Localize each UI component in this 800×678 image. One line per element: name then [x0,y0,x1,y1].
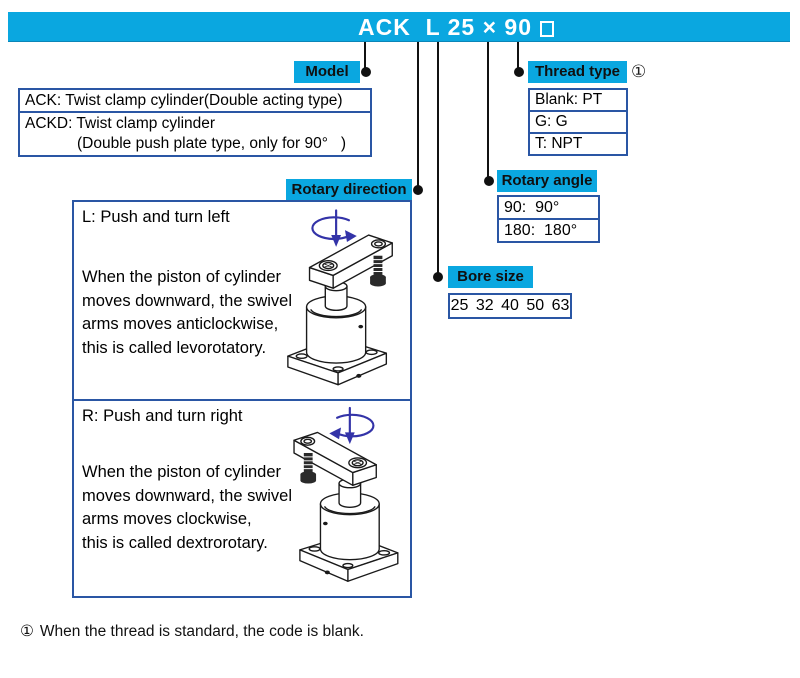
levorotatory-section: L: Push and turn left When the piston of… [74,202,410,401]
thread-type-note-ref: ① [631,62,647,81]
clamp-cylinder-left-turn-figure [287,209,393,386]
rotary-direction-tag: Rotary direction [286,179,412,201]
levorotatory-description: When the piston of cylinder moves downwa… [82,268,293,357]
connector-dot-rotary-direction [413,185,423,195]
thread-option: Blank: PT [535,91,603,108]
clamp-cylinder-right-turn-figure [292,406,399,583]
model-option-ackd-line1: ACKD: Twist clamp cylinder [25,115,216,132]
ordering-code-bar: ACK L 25 × 90 [8,12,790,42]
connector-model [364,42,366,72]
rotary-direction-box: L: Push and turn left When the piston of… [72,200,412,598]
model-option-ackd: ACKD: Twist clamp cylinder (Double push … [20,111,370,155]
thread-type-table: Blank: PT G: G T: NPT [528,88,628,156]
thread-option: G: G [530,110,626,132]
connector-bore-size [437,42,439,277]
model-tag: Model [294,61,360,83]
model-option-ack: ACK: Twist clamp cylinder(Double acting … [25,92,343,109]
footnote-text: When the thread is standard, the code is… [39,623,364,640]
ordering-code-text: ACK L 25 × 90 [358,14,533,40]
code-placeholder-square [540,21,555,37]
rotary-angle-option: 90: 90° [504,199,560,216]
bore-size-tag: Bore size [448,266,533,288]
model-table: ACK: Twist clamp cylinder(Double acting … [18,88,372,157]
connector-rotary-direction [417,42,419,190]
thread-type-tag: Thread type [528,61,627,83]
connector-dot-model [361,67,371,77]
model-option-ackd-line2: (Double push plate type, only for 90° ) [77,135,346,152]
bore-size-table: 25 32 40 50 63 [448,293,572,319]
connector-dot-bore-size [433,272,443,282]
dextrorotary-description: When the piston of cylinder moves downwa… [82,463,293,552]
levorotatory-title: L: Push and turn left [82,208,230,226]
thread-option: T: NPT [530,132,626,154]
footnote: ① When the thread is standard, the code i… [20,622,364,641]
rotary-angle-tag: Rotary angle [497,170,597,192]
anticlockwise-rotation-arrow [311,209,357,247]
ordering-code: ACK L 25 × 90 [358,12,555,42]
footnote-ref: ① [20,623,34,640]
rotary-angle-option: 180: 180° [499,218,598,241]
bore-size-values: 25 32 40 50 63 [450,297,570,314]
connector-rotary-angle [487,42,489,181]
dextrorotary-section: R: Push and turn right When the piston o… [74,401,410,596]
rotary-angle-table: 90: 90° 180: 180° [497,195,600,243]
connector-thread-type [517,42,519,72]
connector-dot-thread-type [514,67,524,77]
dextrorotary-title: R: Push and turn right [82,407,243,425]
connector-dot-rotary-angle [484,176,494,186]
